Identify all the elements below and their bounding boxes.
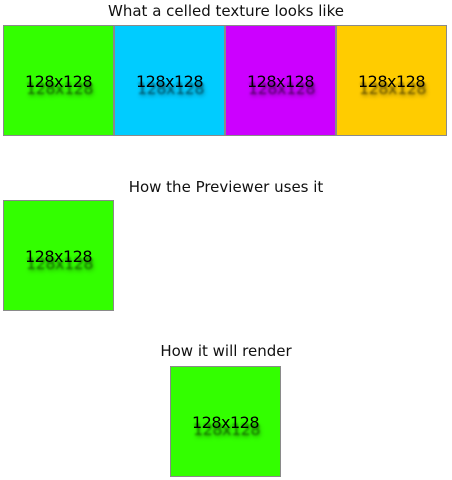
cell-size-label: 128x128	[24, 247, 93, 266]
cell-size-label: 128x128	[191, 413, 260, 432]
texture-cell-4: 128x128	[336, 25, 447, 136]
cell-size-label: 128x128	[135, 72, 204, 91]
texture-cell-3: 128x128	[225, 25, 336, 136]
rendered-cell: 128x128	[170, 366, 281, 477]
cell-size-label: 128x128	[246, 72, 315, 91]
previewer-cell: 128x128	[3, 200, 114, 311]
texture-cell-1: 128x128	[3, 25, 114, 136]
section-title-celled-texture: What a celled texture looks like	[108, 2, 344, 20]
cell-size-label: 128x128	[24, 72, 93, 91]
texture-cell-2: 128x128	[114, 25, 225, 136]
cell-size-label: 128x128	[357, 72, 426, 91]
section-title-render: How it will render	[160, 342, 292, 360]
section-title-previewer: How the Previewer uses it	[128, 178, 324, 196]
